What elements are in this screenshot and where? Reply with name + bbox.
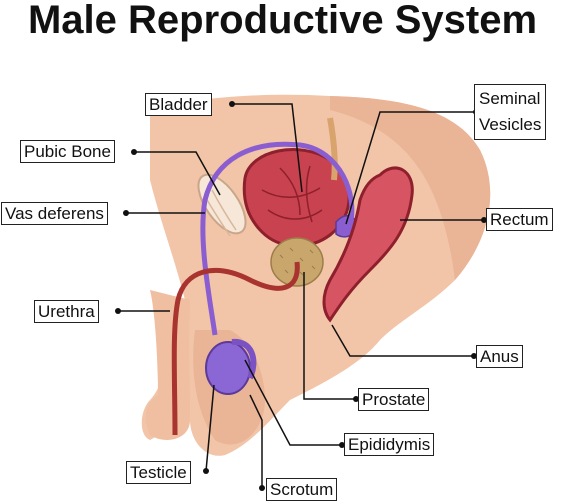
label-pubic-bone: Pubic Bone: [20, 140, 115, 163]
dot-epididymis: [339, 442, 345, 448]
label-seminal-vesicles-line1: Seminal: [479, 89, 541, 108]
leader-pubic-bone: [134, 151, 221, 196]
label-testicle: Testicle: [126, 461, 191, 484]
prostate-texture: [279, 247, 316, 276]
label-seminal-vesicles: Seminal Vesicles: [474, 84, 547, 140]
dot-testicle: [203, 468, 209, 474]
label-prostate: Prostate: [358, 388, 430, 411]
label-epididymis: Epididymis: [344, 433, 435, 456]
dot-rectum: [481, 217, 487, 223]
dot-scrotum: [259, 485, 265, 491]
bladder-folds: [261, 165, 323, 223]
label-seminal-vesicles-line2: Vesicles: [479, 115, 542, 134]
testicle-shape: [205, 341, 251, 395]
dot-anus: [471, 353, 477, 359]
leader-epididymis: [244, 359, 342, 446]
label-vas-deferens: Vas deferens: [1, 202, 108, 225]
diagram-title: Male Reproductive System: [27, 0, 538, 42]
dot-prostate: [353, 396, 359, 402]
dot-vas-deferens: [123, 210, 129, 216]
label-rectum: Rectum: [486, 208, 553, 231]
dot-urethra: [115, 308, 121, 314]
leader-bladder: [232, 103, 303, 193]
ureter: [327, 117, 338, 181]
pubic-bone-lines: [205, 189, 237, 237]
leader-seminal-vesicles: [345, 111, 476, 225]
label-urethra: Urethra: [34, 300, 99, 323]
dot-bladder: [229, 101, 235, 107]
leader-prostate: [303, 272, 356, 400]
rectum-shape: [322, 166, 414, 323]
label-bladder: Bladder: [145, 93, 212, 116]
leader-anus: [331, 324, 474, 357]
leader-testicle: [205, 384, 215, 472]
urethra-tube: [171, 261, 300, 436]
leader-scrotum: [249, 394, 263, 488]
label-anus: Anus: [476, 345, 523, 368]
dot-pubic-bone: [131, 149, 137, 155]
penis-shape: [145, 290, 190, 440]
label-scrotum: Scrotum: [266, 478, 338, 501]
body-shade: [330, 96, 491, 280]
